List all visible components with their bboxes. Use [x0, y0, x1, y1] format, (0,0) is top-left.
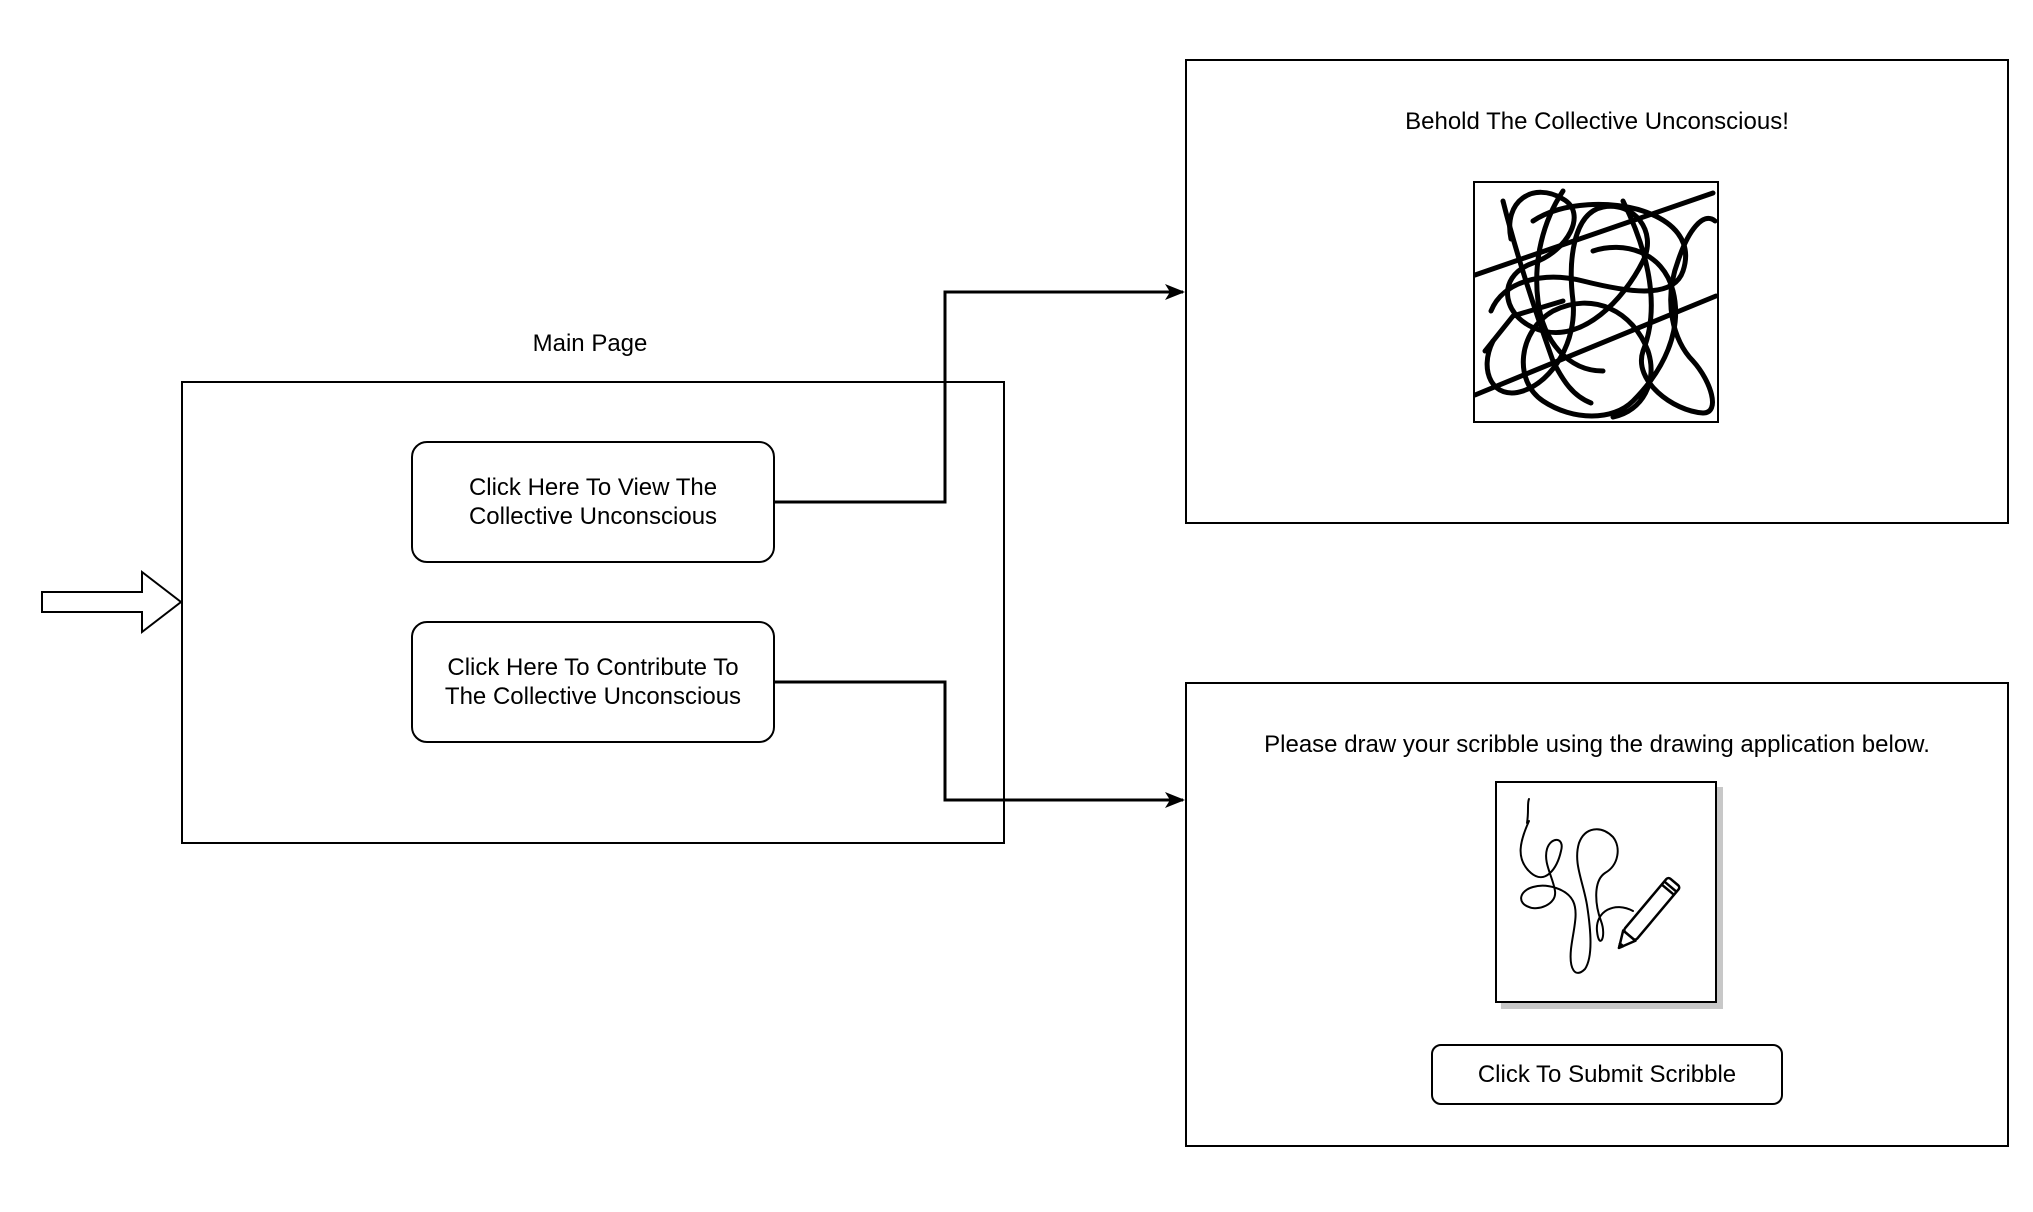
contribute-collective-unconscious-button[interactable]: Click Here To Contribute To The Collecti… — [411, 621, 775, 743]
scribble-image — [1473, 181, 1719, 423]
view-page-title: Behold The Collective Unconscious! — [1405, 108, 1789, 135]
view-collective-unconscious-button[interactable]: Click Here To View The Collective Uncons… — [411, 441, 775, 563]
drawing-canvas-pencil-icon[interactable] — [1495, 781, 1717, 1003]
main-page-title: Main Page — [532, 330, 648, 357]
submit-scribble-button[interactable]: Click To Submit Scribble — [1431, 1044, 1783, 1105]
contribute-page-instruction: Please draw your scribble using the draw… — [1264, 731, 1930, 758]
entry-arrow-icon — [41, 569, 183, 635]
